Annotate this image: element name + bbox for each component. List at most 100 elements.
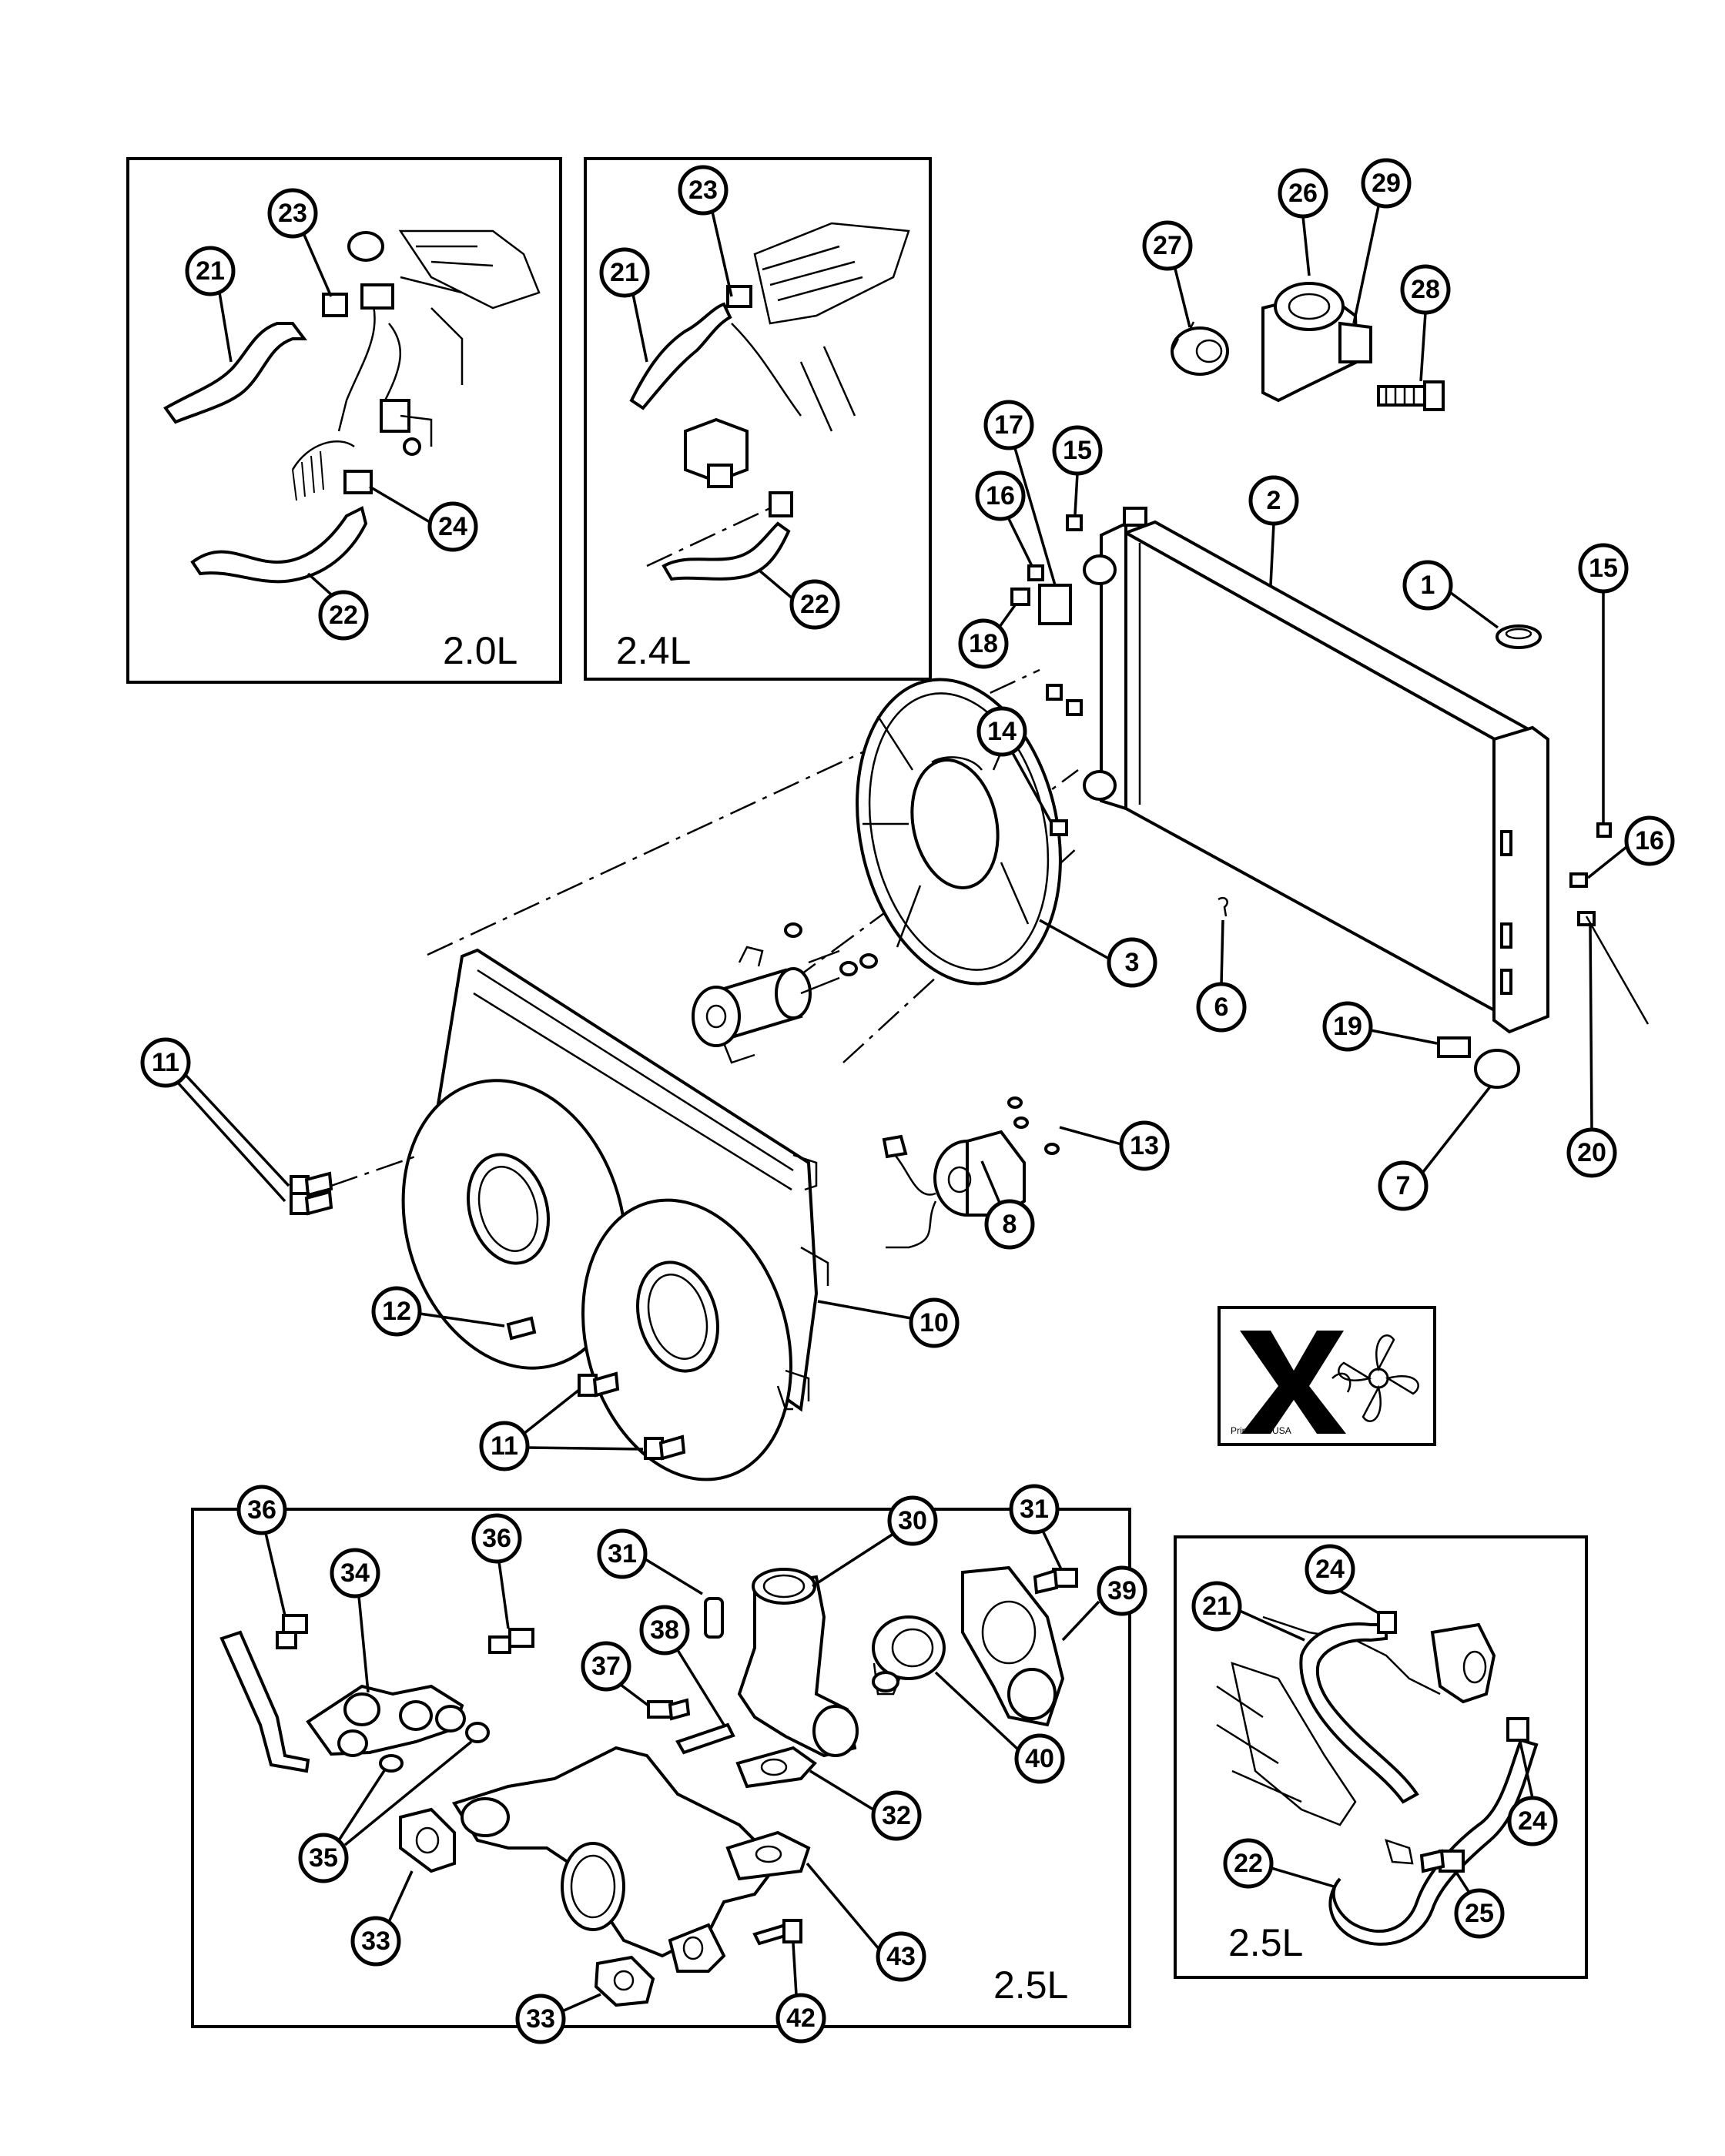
svg-text:22: 22 bbox=[1234, 1849, 1263, 1878]
callout-2: 2 bbox=[1248, 475, 1299, 526]
radiator-right-tank bbox=[1492, 725, 1549, 1034]
upper-hose-21-2-5l bbox=[1299, 1622, 1419, 1804]
callout-12: 12 bbox=[371, 1286, 422, 1337]
svg-text:16: 16 bbox=[986, 481, 1015, 511]
clip-6 bbox=[1218, 896, 1228, 917]
svg-text:19: 19 bbox=[1333, 1012, 1362, 1041]
callout-26: 26 bbox=[1278, 168, 1328, 219]
callout-32: 32 bbox=[871, 1790, 922, 1841]
svg-text:43: 43 bbox=[886, 1942, 916, 1971]
thermostat-27 bbox=[1171, 326, 1229, 376]
panel-label-2-5l-lower: 2.5L bbox=[993, 1964, 1068, 2007]
callout-7: 7 bbox=[1378, 1160, 1429, 1211]
callout-20: 20 bbox=[1566, 1127, 1617, 1178]
svg-text:33: 33 bbox=[361, 1927, 390, 1956]
callout-22: 22 bbox=[318, 590, 369, 641]
callout-21-2-5l: 21 bbox=[1191, 1581, 1242, 1632]
panel-2-5l-right: 24 21 24 22 25 2.5L bbox=[1174, 1535, 1588, 1979]
callout-24: 24 bbox=[427, 501, 478, 552]
panel-label-2-5l-right: 2.5L bbox=[1228, 1921, 1303, 1964]
bolt-11-c bbox=[578, 1371, 620, 1398]
svg-text:20: 20 bbox=[1577, 1138, 1606, 1167]
callout-34: 34 bbox=[330, 1548, 380, 1599]
callout-38: 38 bbox=[639, 1605, 690, 1656]
callout-33-left: 33 bbox=[350, 1916, 401, 1967]
svg-text:14: 14 bbox=[987, 717, 1017, 746]
thermostat-40 bbox=[872, 1615, 946, 1696]
svg-text:7: 7 bbox=[1396, 1171, 1411, 1200]
bolt-11-a bbox=[290, 1171, 333, 1198]
callout-35: 35 bbox=[298, 1833, 349, 1883]
svg-text:31: 31 bbox=[608, 1539, 637, 1568]
upper-hose-21 bbox=[163, 322, 307, 424]
gasket-32 bbox=[735, 1746, 817, 1789]
callout-28: 28 bbox=[1400, 264, 1451, 315]
callout-8: 8 bbox=[984, 1199, 1035, 1250]
fan-motor bbox=[692, 922, 878, 1064]
callout-31-left: 31 bbox=[597, 1528, 648, 1579]
callout-21-2-4l: 21 bbox=[599, 247, 650, 298]
callout-6: 6 bbox=[1196, 982, 1247, 1033]
clamp-24-right bbox=[1506, 1717, 1529, 1742]
svg-text:31: 31 bbox=[1020, 1495, 1049, 1524]
callout-18: 18 bbox=[958, 618, 1009, 669]
svg-text:8: 8 bbox=[1003, 1210, 1017, 1239]
svg-text:42: 42 bbox=[786, 2004, 816, 2033]
panel-label-2-4l: 2.4L bbox=[616, 629, 691, 672]
bolt-28 bbox=[1377, 380, 1445, 411]
svg-text:37: 37 bbox=[591, 1652, 621, 1681]
svg-text:33: 33 bbox=[526, 2004, 555, 2034]
callout-17: 17 bbox=[983, 400, 1034, 450]
svg-text:39: 39 bbox=[1107, 1576, 1137, 1605]
fan-motor-8 bbox=[882, 1096, 1060, 1249]
svg-text:30: 30 bbox=[898, 1506, 927, 1535]
callout-33-bottom: 33 bbox=[515, 1994, 566, 2044]
callout-21: 21 bbox=[185, 246, 236, 296]
fan-3 bbox=[856, 678, 1062, 986]
svg-text:22: 22 bbox=[329, 601, 358, 630]
callout-31-right: 31 bbox=[1009, 1484, 1060, 1535]
svg-text:17: 17 bbox=[994, 410, 1023, 440]
callout-37: 37 bbox=[581, 1641, 631, 1692]
callout-24-top: 24 bbox=[1305, 1544, 1355, 1595]
clamp-24-top bbox=[1377, 1611, 1397, 1634]
panel-label-2-0l: 2.0L bbox=[443, 629, 518, 672]
svg-text:38: 38 bbox=[650, 1615, 679, 1645]
svg-text:3: 3 bbox=[1125, 948, 1140, 977]
svg-text:1: 1 bbox=[1421, 571, 1435, 600]
svg-text:10: 10 bbox=[919, 1308, 949, 1337]
svg-text:24: 24 bbox=[1518, 1806, 1547, 1836]
svg-text:11: 11 bbox=[491, 1431, 518, 1461]
svg-text:23: 23 bbox=[278, 199, 307, 228]
outlet-29 bbox=[1338, 321, 1372, 363]
callout-14: 14 bbox=[976, 706, 1027, 757]
clip-12 bbox=[506, 1316, 537, 1341]
label-caption: Printed in USA bbox=[1231, 1425, 1291, 1436]
callout-29: 29 bbox=[1361, 158, 1412, 209]
callout-13: 13 bbox=[1119, 1120, 1170, 1171]
warning-label: Printed in USA bbox=[1218, 1306, 1436, 1446]
svg-text:2: 2 bbox=[1267, 486, 1281, 515]
bolt-11-d bbox=[644, 1435, 686, 1461]
bolt-37 bbox=[647, 1700, 673, 1719]
svg-text:13: 13 bbox=[1130, 1131, 1159, 1160]
svg-text:18: 18 bbox=[969, 629, 998, 658]
lower-hose-22-2-4l bbox=[662, 521, 791, 581]
callout-27: 27 bbox=[1142, 220, 1193, 271]
clip-14 bbox=[1050, 819, 1068, 836]
svg-text:29: 29 bbox=[1372, 169, 1401, 198]
svg-text:32: 32 bbox=[882, 1801, 911, 1830]
engine-2-4l-sketch bbox=[684, 222, 910, 517]
radiator-inlet bbox=[1083, 554, 1117, 585]
svg-text:21: 21 bbox=[1202, 1592, 1231, 1621]
callout-16-right: 16 bbox=[1624, 815, 1675, 866]
callout-23-2-4l: 23 bbox=[678, 165, 729, 216]
callout-24-right: 24 bbox=[1507, 1796, 1558, 1846]
bracket-34 bbox=[219, 1630, 310, 1773]
callout-43: 43 bbox=[876, 1931, 926, 1982]
svg-text:6: 6 bbox=[1214, 993, 1229, 1022]
fan-shroud-10 bbox=[401, 948, 829, 1481]
svg-text:12: 12 bbox=[382, 1297, 411, 1326]
svg-text:27: 27 bbox=[1153, 231, 1182, 260]
isolator-7 bbox=[1474, 1049, 1520, 1089]
